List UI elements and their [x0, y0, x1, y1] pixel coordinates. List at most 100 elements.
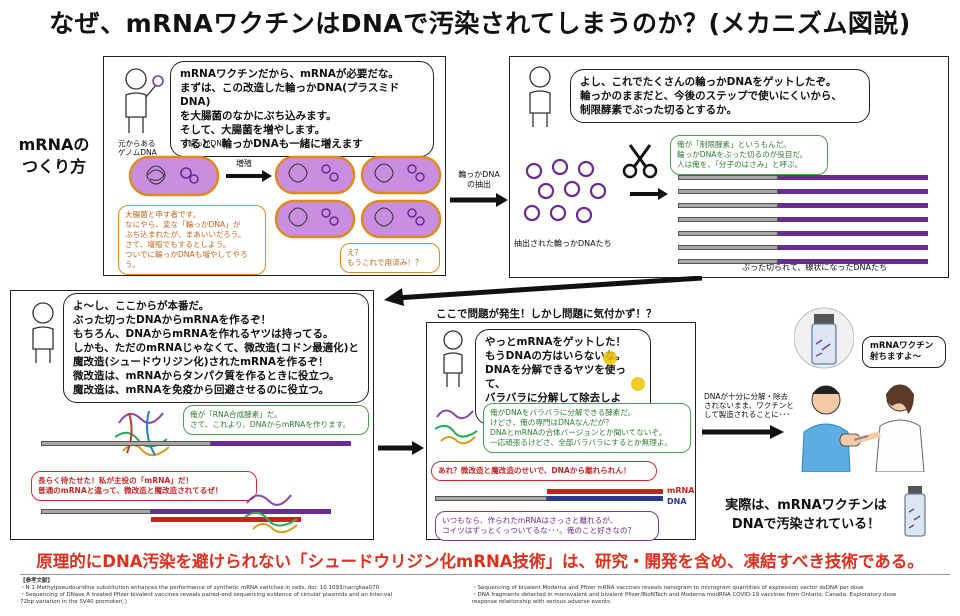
note-dnase-line-2: けどさ、俺の専門はDNAなんだが？	[490, 418, 613, 427]
panel1-line-4: そして、大腸菌を増やします。	[180, 124, 326, 136]
highlight-dot-1	[603, 351, 617, 365]
highlight-dot-2	[631, 377, 645, 391]
note-ecoli-line-3: ぶち込まれたが、まあいいだろう。	[125, 230, 246, 239]
label-grow: 増殖	[236, 159, 252, 168]
rna-polymerase-icon	[114, 410, 170, 457]
linear-dna-3-purple	[778, 203, 928, 208]
panel1-speech-bubble: mRNAワクチンだから、mRNAが必要だな。 まずは、この改造した輪っかDNA(…	[170, 61, 434, 157]
reference-right-2: ・DNA fragments detected in monovalent an…	[472, 592, 897, 598]
panel-plasmid-cut: よし、これでたくさんの輪っかDNAをゲットしたぞ。 輪っかのままだと、今後のステ…	[509, 56, 949, 278]
panel-plasmid-growth: mRNAワクチンだから、mRNAが必要だな。 まずは、この改造した輪っかDNA(…	[103, 56, 446, 276]
linear-dna-5-gray	[678, 231, 778, 236]
reference-left-1: ・N 1-Methylpseudouridine substitution en…	[20, 585, 380, 591]
references-right: ・Sequencing of bivalent Moderna and Pfiz…	[472, 585, 950, 606]
note-enzyme-line-2: 輪っかDNAをぶった切るのが役目だ。	[677, 150, 808, 159]
vaccine-speech-bubble: mRNAワクチン 射ちますよ～	[862, 336, 946, 368]
arrow-to-panel3-icon	[384, 276, 703, 306]
linear-dna-4-purple	[778, 217, 928, 222]
arrow-caption-line-3: して製造されることに･･･	[704, 410, 791, 419]
note-ecoli-line-1: 大腸菌と申す者です。	[125, 210, 201, 219]
linear-dna-1-purple	[778, 175, 928, 180]
synth-mrna-red	[151, 517, 301, 522]
panel3-line-5: 魔改造(シュードウリジン化)されたmRNAを作るぞ！	[73, 356, 329, 368]
note-ecoli: 大腸菌と申す者です。 なにやら、変な「輪っかDNA」が ぶち込まれたが、まあいい…	[118, 205, 266, 275]
panel3-line-1: よ～し、ここからが本番だ。	[73, 300, 210, 312]
side-label-line-2: つくり方	[21, 157, 86, 176]
note-dnase-line-1: 俺がDNAをバラバラに分解できる酵素だ。	[490, 408, 636, 417]
note-enzyme-line-1: 俺が「制限酵素」というもんだ。	[677, 140, 791, 149]
reference-right-1: ・Sequencing of bivalent Moderna and Pfiz…	[472, 585, 864, 591]
label-genome-line-1: 元からある	[118, 139, 156, 148]
note-rna-polymerase: 俺が「RNA合成酵素」だ。 さて、これより、DNAからmRNAを作ります。	[183, 405, 369, 435]
note-enzyme-line-3: 人は俺を、「分子のはさみ」と呼ぶ。	[677, 160, 803, 169]
label-extract: 輪っかDNA の抽出	[452, 170, 506, 190]
linear-dna-3-gray	[678, 203, 778, 208]
linear-dna-1-gray	[678, 175, 778, 180]
note-mrna-line-2: 普通のmRNAと違って、微改造と魔改造されてるぜ！	[38, 486, 223, 495]
panel2-speech-bubble: よし、これでたくさんの輪っかDNAをゲットしたぞ。 輪っかのままだと、今後のステ…	[570, 69, 870, 123]
arrow-grow-icon	[226, 170, 272, 182]
arrow-caption: DNAが十分に分解・除去 されないまま、ワクチンと して製造されることに･･･	[704, 392, 794, 419]
note-together-line-1: いつもなら、作られたmRNAはさっさと離れるが、	[442, 516, 618, 525]
note-done: え？ もうこれで用済み！？	[340, 243, 440, 273]
linear-dna-6-purple	[778, 245, 928, 250]
page-title: なぜ、mRNAワクチンはDNAで汚染されてしまうのか？(メカニズム図説)	[49, 9, 911, 38]
panel3-line-2: ぶった切ったDNAからmRNAを作るぞ！	[73, 314, 272, 326]
note-polymerase-line-2: さて、これより、DNAからmRNAを作ります。	[190, 420, 351, 429]
panel2-line-2: 輪っかのままだと、今後のステップで使いにくいから、	[580, 90, 842, 102]
researcher-figure-4-icon	[443, 330, 463, 387]
label-genome-line-2: ゲノムDNA	[118, 148, 157, 157]
panel4-line-1: やっとmRNAをゲットした！	[485, 336, 626, 348]
references-left: 【参考文献】 ・N 1-Methylpseudouridine substitu…	[20, 578, 460, 606]
vaccine-vial-small-icon	[904, 486, 926, 537]
note-ecoli-line-4: さて、増殖でもするとしよう。	[125, 240, 231, 249]
note-ecoli-line-5: ついでに輪っかDNAも増やしてやろう。	[125, 250, 248, 269]
linear-dna-5-purple	[778, 231, 928, 236]
reference-right-3: response relationship with serious adver…	[472, 599, 612, 605]
panel1-line-5: すると、輪っかDNAも一緒に増えます	[180, 138, 363, 150]
vaccine-line-1: mRNAワクチン	[870, 341, 934, 351]
conclusion-line-2: DNAで汚染されている！	[731, 517, 881, 532]
label-genome-dna: 元からある ゲノムDNA	[118, 139, 157, 157]
label-plasmid-dna: 輪っかDNA	[188, 139, 228, 148]
linear-dna-6-gray	[678, 245, 778, 250]
note-mrna-line-1: 長らく待たせた！私が主役の「mRNA」だ！	[38, 476, 194, 485]
note-done-line-2: もうこれで用済み！？	[347, 258, 423, 267]
note-restriction-enzyme: 俺が「制限酵素」というもんだ。 輪っかDNAをぶった切るのが役目だ。 人は俺を、…	[670, 135, 828, 175]
reference-left-2: ・Sequencing of DNase A treated Pfizer bi…	[20, 592, 393, 598]
label-extract-line-1: 輪っかDNA	[458, 170, 500, 179]
vaccination-scene-icon	[801, 384, 925, 472]
note-polymerase-line-1: 俺が「RNA合成酵素」だ。	[190, 410, 282, 419]
references: 【参考文献】 ・N 1-Methylpseudouridine substitu…	[20, 574, 950, 614]
arrow-to-panel5-icon	[702, 425, 784, 439]
note-dnase: 俺がDNAをバラバラに分解できる酵素だ。 けどさ、俺の専門はDNAなんだが？ D…	[483, 403, 691, 453]
panel3-line-3: もちろん、DNAからmRNAを作れるヤツは持ってる。	[73, 328, 334, 340]
scissors-icon	[622, 144, 658, 179]
note-done-line-1: え？	[347, 248, 363, 257]
arrow-extract-icon	[450, 193, 508, 207]
template-dna-purple	[211, 441, 351, 446]
conclusion-banner: 原理的にDNA汚染を避けられない「シュードウリジン化mRNA技術」は、研究・開発…	[36, 552, 924, 571]
references-heading: 【参考文献】	[20, 578, 54, 584]
hybrid-dna-gray	[435, 496, 547, 501]
reference-left-3: 72bp variation in the SV40 promoter(.)	[20, 599, 127, 605]
note-dnase-line-4: 一応頑張るけどさ、全部バラバラにするとか無理よ。	[490, 438, 673, 447]
vaccine-vial-icon	[794, 307, 854, 369]
arrow-caption-line-1: DNAが十分に分解・除去	[704, 392, 789, 401]
panel4-line-3: DNAを分解できるヤツを使って、	[485, 364, 626, 390]
synth-dna-gray	[41, 509, 151, 514]
linear-dna-7-gray	[678, 259, 778, 264]
ecoli-colony-icon	[274, 155, 442, 239]
panel4-line-2: もうDNAの方はいらないな。	[485, 350, 626, 362]
label-extracted: 抽出された輪っかDNAたち	[514, 239, 612, 248]
dnase-enzyme-icon	[434, 409, 478, 445]
panel2-line-3: 制限酵素でぶった切るとするか。	[580, 104, 737, 116]
panel1-line-2: まずは、この改造した輪っかDNA(プラスミドDNA)	[180, 82, 400, 108]
label-mrna: mRNA	[667, 486, 695, 495]
hybrid-dna-blue	[547, 496, 663, 501]
note-together: いつもなら、作られたmRNAはさっさと離れるが、 コイツはずっとくっついてるな･…	[435, 511, 659, 541]
panel4-header: ここで問題が発生！しかし問題に気付かず！？	[436, 308, 657, 320]
linear-dna-7-purple	[778, 259, 928, 264]
arrow-caption-line-2: されないまま、ワクチンと	[704, 401, 794, 410]
rna-polymerase-2-icon	[244, 494, 298, 534]
